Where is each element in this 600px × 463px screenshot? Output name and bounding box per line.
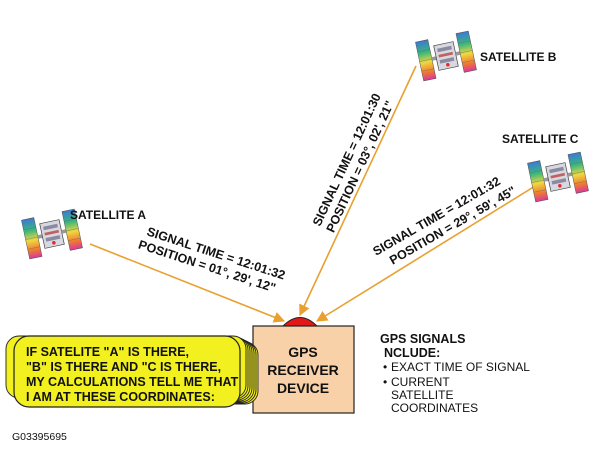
receiver-line-1: GPS — [288, 344, 318, 360]
bubble-line-2: "B" IS THERE AND "C IS THERE, — [26, 360, 221, 374]
bullet-1-line-1: EXACT TIME OF SIGNAL — [391, 360, 530, 374]
gps-signals-heading-1: GPS SIGNALS — [380, 332, 465, 346]
receiver-line-2: RECEIVER — [267, 362, 339, 378]
bullet-2-line-3: COORDINATES — [391, 401, 478, 415]
satellite-c-icon — [527, 151, 589, 203]
signal-info-c: SIGNAL TIME = 12:01:32 POSITION = 29°, 5… — [371, 174, 519, 267]
calculation-bubble: IF SATELITE "A" IS THERE, "B" IS THERE A… — [5, 335, 259, 408]
bullet-1: • — [383, 360, 387, 374]
signal-line-a — [89, 243, 286, 323]
figure-id: G03395695 — [12, 431, 67, 443]
gps-receiver-device: GPS RECEIVER DEVICE — [252, 317, 355, 414]
satellite-b-icon — [415, 30, 477, 82]
gps-signals-heading-2: NCLUDE: — [384, 346, 440, 360]
signal-time-c: SIGNAL TIME = 12:01:32 — [371, 174, 503, 258]
bubble-line-1: IF SATELITE "A" IS THERE, — [26, 345, 189, 359]
signal-info-b: SIGNAL TIME = 12:01:30 POSITION = 03°, 0… — [310, 91, 397, 234]
signal-line-b — [299, 65, 417, 317]
bubble-line-3: MY CALCULATIONS TELL ME THAT — [26, 375, 239, 389]
gps-signals-note: GPS SIGNALS NCLUDE: • EXACT TIME OF SIGN… — [380, 332, 530, 415]
signal-info-a: SIGNAL TIME = 12:01:32 POSITION = 01°, 2… — [137, 225, 287, 296]
bullet-2: • — [383, 375, 387, 389]
receiver-button — [281, 317, 319, 327]
receiver-line-3: DEVICE — [277, 380, 329, 396]
satellite-c-label: SATELLITE C — [502, 132, 579, 146]
satellite-b-label: SATELLITE B — [480, 50, 557, 64]
signal-line-c — [316, 182, 541, 322]
satellite-a-label: SATELLITE A — [70, 208, 146, 222]
bubble-line-4: I AM AT THESE COORDINATES: — [26, 390, 215, 404]
bullet-2-line-1: CURRENT — [391, 375, 450, 389]
bullet-2-line-2: SATELLITE — [391, 388, 453, 402]
